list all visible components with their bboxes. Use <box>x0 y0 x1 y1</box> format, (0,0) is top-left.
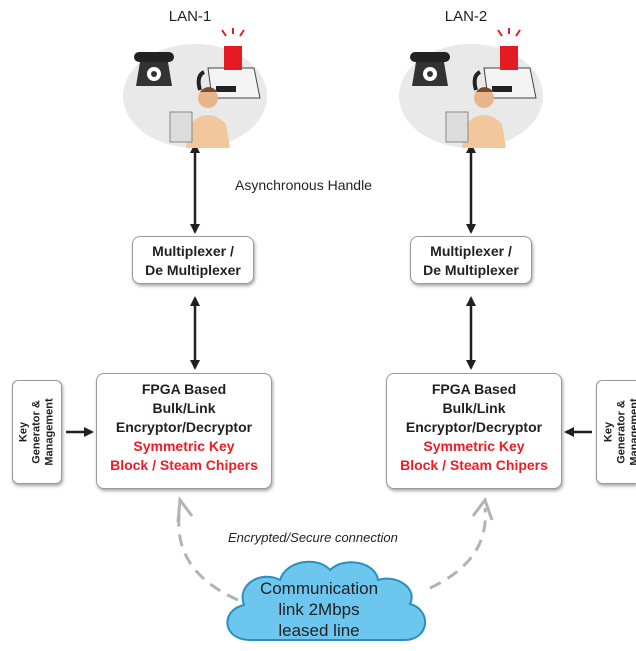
lan1-title: LAN-1 <box>168 8 212 25</box>
cloud-icon <box>226 560 427 641</box>
async-handle-label: Asynchronous Handle <box>235 177 372 193</box>
mux-line2: De Multiplexer <box>145 262 241 278</box>
mux-line1: Multiplexer / <box>152 243 234 259</box>
key-line3: Management <box>628 398 636 466</box>
lan1-scene <box>123 28 267 148</box>
fax-machine-icon <box>472 46 537 99</box>
alarm-light-icon <box>497 28 521 37</box>
key-generator-box-left: Key Generator & Management <box>12 380 62 484</box>
secure-link-left-arrowhead <box>176 495 194 523</box>
fpga-line2: Bulk/Link <box>442 400 506 416</box>
office-worker-icon <box>445 87 506 148</box>
lan2-title: LAN-2 <box>444 8 488 25</box>
office-worker-icon <box>169 87 230 148</box>
key-line2: Generator & <box>30 400 43 464</box>
lan2-scene <box>399 28 543 148</box>
key-line1: Key <box>602 421 615 443</box>
cloud-label: Communication link 2Mbps leased line <box>243 578 395 641</box>
fpga-box-lan1: FPGA Based Bulk/Link Encryptor/Decryptor… <box>96 373 272 489</box>
mux-box-lan2: Multiplexer / De Multiplexer <box>410 236 532 284</box>
secure-link-left-dashed <box>177 507 239 602</box>
fpga-line1: FPGA Based <box>431 381 517 397</box>
key-line2: Generator & <box>615 400 628 464</box>
fpga-red-line1: Symmetric Key <box>133 438 235 454</box>
alarm-light-icon <box>221 28 245 37</box>
fpga-line1: FPGA Based <box>141 381 227 397</box>
key-line1: Key <box>17 421 30 443</box>
telephone-icon <box>134 52 174 86</box>
fpga-red-line2: Block / Steam Chipers <box>400 457 548 473</box>
fpga-line3: Encryptor/Decryptor <box>405 419 543 435</box>
telephone-icon <box>410 52 450 86</box>
mux-line2: De Multiplexer <box>423 262 519 278</box>
fpga-line2: Bulk/Link <box>152 400 216 416</box>
fpga-red-line2: Block / Steam Chipers <box>110 457 258 473</box>
fpga-box-lan2: FPGA Based Bulk/Link Encryptor/Decryptor… <box>386 373 562 489</box>
cloud-line1: Communication <box>259 579 379 598</box>
secure-link-right-arrowhead <box>471 496 494 521</box>
fpga-red-line1: Symmetric Key <box>423 438 525 454</box>
fpga-line3: Encryptor/Decryptor <box>115 419 253 435</box>
key-line3: Management <box>43 398 56 466</box>
key-generator-box-right: Key Generator & Management <box>596 380 636 484</box>
mux-line1: Multiplexer / <box>430 243 512 259</box>
mux-box-lan1: Multiplexer / De Multiplexer <box>132 236 254 284</box>
secure-link-right-dashed <box>429 507 487 590</box>
cloud-line3: leased line <box>278 621 360 640</box>
secure-connection-label: Encrypted/Secure connection <box>228 530 398 545</box>
cloud-line2: link 2Mbps <box>278 600 360 619</box>
fax-machine-icon <box>196 46 261 99</box>
